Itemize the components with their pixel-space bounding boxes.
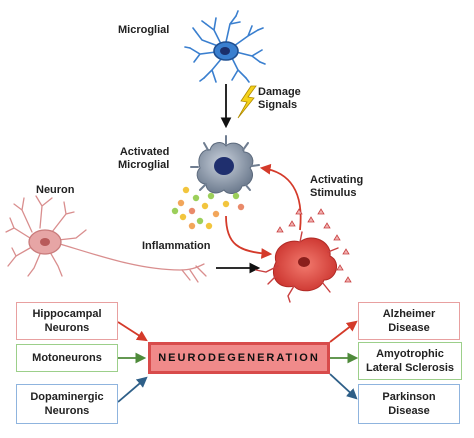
- arrow-hippocampal-to-center: [117, 321, 148, 342]
- als-box: Amyotrophic Lateral Sclerosis: [358, 342, 462, 380]
- alzheimer-disease-box: Alzheimer Disease: [358, 302, 460, 340]
- als-label: Amyotrophic Lateral Sclerosis: [365, 348, 455, 374]
- microglia-cell-icon: [184, 10, 266, 83]
- damage-signals-label: Damage Signals: [258, 86, 301, 111]
- hippocampal-neurons-label: Hippocampal Neurons: [32, 308, 102, 334]
- activating-stimulus-label: Activating Stimulus: [310, 174, 364, 199]
- activated-microglia-icon: [190, 135, 260, 194]
- parkinson-disease-box: Parkinson Disease: [358, 384, 460, 424]
- motoneurons-label: Motoneurons: [32, 352, 102, 364]
- parkinson-disease-label: Parkinson Disease: [382, 391, 436, 417]
- neurodegeneration-label: NEURODEGENERATION: [158, 352, 320, 364]
- inflammation-label: Inflammation: [142, 240, 211, 252]
- neuron-icon: [5, 195, 207, 283]
- arrow-center-to-parkinson: [329, 373, 358, 400]
- neuron-label: Neuron: [36, 184, 75, 196]
- arrow-stimulus-to-microglia: [259, 163, 302, 231]
- alzheimer-disease-label: Alzheimer Disease: [382, 308, 436, 334]
- stimulus-particles: [276, 208, 352, 283]
- motoneurons-box: Motoneurons: [16, 344, 118, 372]
- arrow-dopaminergic-to-center: [117, 376, 148, 403]
- dopaminergic-neurons-label: Dopaminergic Neurons: [30, 391, 104, 417]
- neurodegeneration-box: NEURODEGENERATION: [148, 342, 330, 374]
- arrow-center-to-alzheimer: [329, 320, 358, 343]
- dopaminergic-neurons-box: Dopaminergic Neurons: [16, 384, 118, 424]
- lightning-icon: [237, 85, 257, 119]
- activated-microglial-label: Activated Microglial: [118, 146, 170, 171]
- hippocampal-neurons-box: Hippocampal Neurons: [16, 302, 118, 340]
- arrow-inflammation-to-damage: [225, 215, 273, 259]
- microglial-label: Microglial: [118, 24, 170, 36]
- damaged-neuron-icon: [255, 231, 339, 303]
- inflammation-particles: [171, 186, 245, 230]
